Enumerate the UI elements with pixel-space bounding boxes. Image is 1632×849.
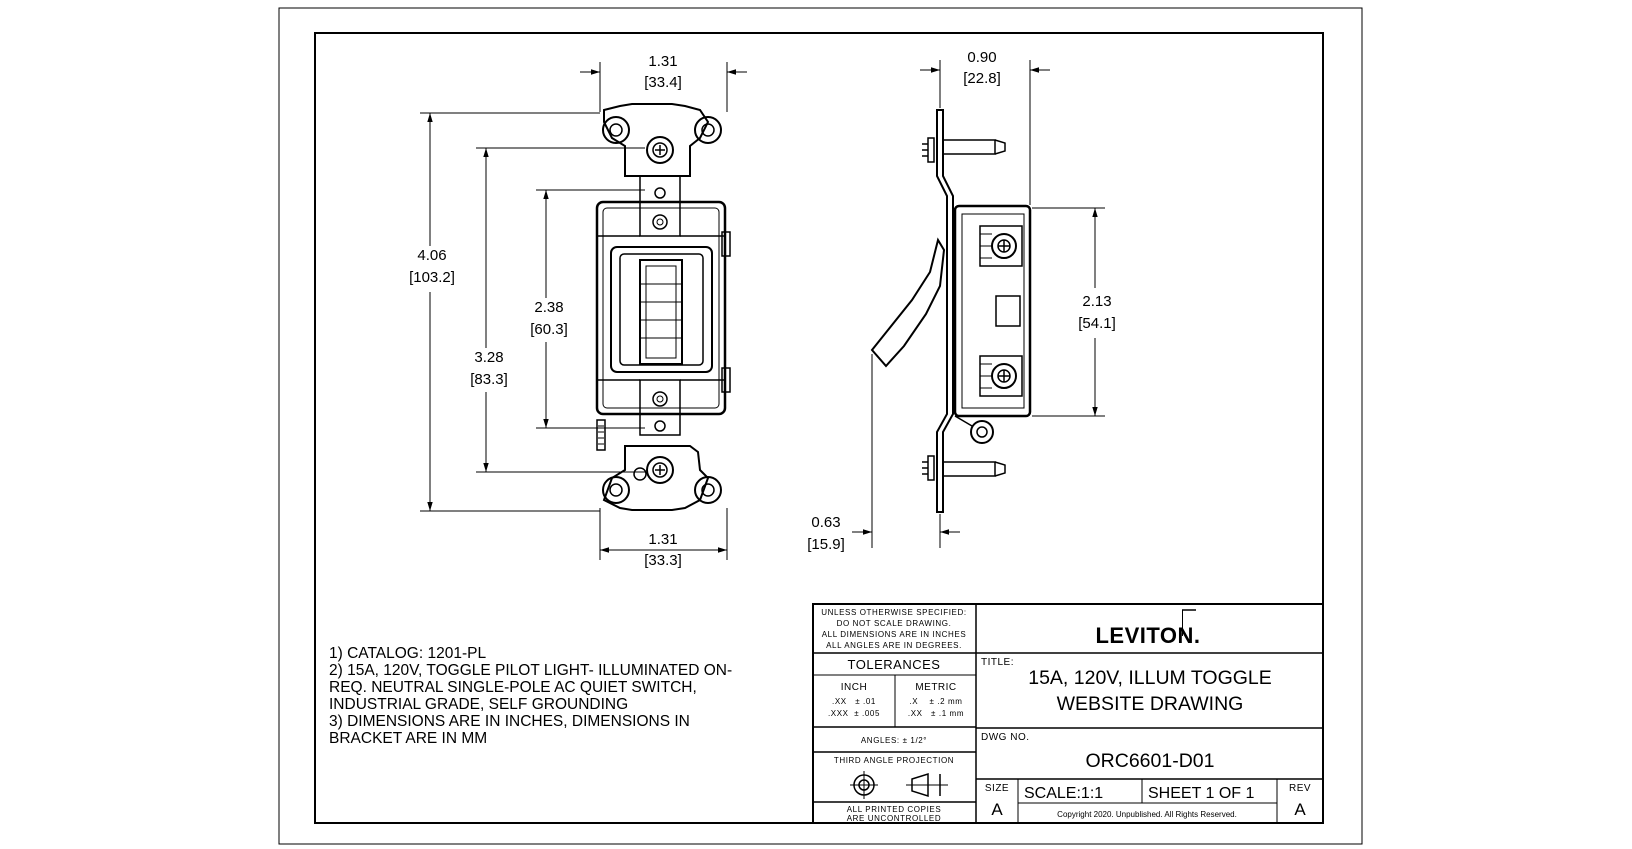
note-line: BRACKET ARE IN MM — [329, 730, 487, 747]
dim-top-width-in: 1.31 — [648, 53, 677, 70]
title-line-2: WEBSITE DRAWING — [1057, 693, 1244, 715]
front-view — [595, 103, 731, 511]
note-line: 2) 15A, 120V, TOGGLE PILOT LIGHT- ILLUMI… — [329, 662, 732, 679]
inch-tolerance: .XXX ± .005 — [828, 709, 880, 718]
dim-toggle-depth-mm: [15.9] — [807, 536, 845, 553]
printed-copies-line: ARE UNCONTROLLED — [847, 814, 942, 823]
dim-mount-height-in: 3.28 — [474, 349, 503, 366]
projection-label: THIRD ANGLE PROJECTION — [834, 756, 954, 765]
side-view — [870, 109, 1032, 513]
page-frame — [278, 7, 1363, 845]
note-line: REQ. NEUTRAL SINGLE-POLE AC QUIET SWITCH… — [329, 679, 697, 696]
dim-toggle-depth-in: 0.63 — [811, 514, 840, 531]
notes: 1) CATALOG: 1201-PL 2) 15A, 120V, TOGGLE… — [329, 645, 732, 747]
dim-body-height-mm: [60.3] — [530, 321, 568, 338]
sheet-value: SHEET 1 OF 1 — [1148, 785, 1255, 802]
dwg-no-label: DWG NO. — [981, 732, 1030, 743]
leviton-logo: LEVITON. — [1095, 609, 1200, 648]
metric-tolerance: .XX ± .1 mm — [908, 709, 964, 718]
rev-value: A — [1294, 800, 1306, 819]
dim-side-depth-in: 0.90 — [967, 49, 996, 66]
dim-side-depth-mm: [22.8] — [963, 70, 1001, 87]
metric-label: METRIC — [915, 682, 956, 693]
inch-label: INCH — [841, 682, 867, 693]
dim-body-height-in: 2.38 — [534, 299, 563, 316]
side-dimensions — [852, 60, 1105, 548]
copyright: Copyright 2020. Unpublished. All Rights … — [1057, 810, 1237, 819]
front-dimensions — [420, 62, 747, 560]
unless-line: ALL ANGLES ARE IN DEGREES. — [826, 641, 962, 650]
note-line: 1) CATALOG: 1201-PL — [329, 645, 486, 662]
dim-mount-height-mm: [83.3] — [470, 371, 508, 388]
dwg-number: ORC6601-D01 — [1086, 750, 1215, 772]
unless-line: DO NOT SCALE DRAWING. — [837, 619, 952, 628]
dim-overall-height-in: 4.06 — [417, 247, 446, 264]
dim-bottom-width-mm: [33.3] — [644, 552, 682, 569]
size-label: SIZE — [985, 783, 1009, 794]
tolerances-label: TOLERANCES — [848, 657, 941, 672]
angles-tolerance: ANGLES: ± 1/2° — [861, 736, 927, 745]
dim-side-body-in: 2.13 — [1082, 293, 1111, 310]
title-label: TITLE: — [981, 657, 1014, 668]
title-line-1: 15A, 120V, ILLUM TOGGLE — [1028, 667, 1272, 689]
title-block — [812, 603, 1324, 824]
rev-label: REV — [1289, 783, 1311, 794]
leviton-logo-text: LEVITON. — [1095, 623, 1200, 648]
inch-tolerance: .XX ± .01 — [832, 697, 876, 706]
scale-value: SCALE:1:1 — [1024, 785, 1103, 802]
dim-top-width-mm: [33.4] — [644, 74, 682, 91]
size-value: A — [991, 800, 1003, 819]
unless-line: ALL DIMENSIONS ARE IN INCHES — [822, 630, 967, 639]
metric-tolerance: .X ± .2 mm — [909, 697, 962, 706]
printed-copies-line: ALL PRINTED COPIES — [847, 805, 942, 814]
third-angle-projection-icon — [850, 771, 948, 799]
dim-side-body-mm: [54.1] — [1078, 315, 1116, 332]
note-line: INDUSTRIAL GRADE, SELF GROUNDING — [329, 696, 628, 713]
note-line: 3) DIMENSIONS ARE IN INCHES, DIMENSIONS … — [329, 713, 690, 730]
unless-line: UNLESS OTHERWISE SPECIFIED: — [821, 608, 966, 617]
dim-overall-height-mm: [103.2] — [409, 269, 455, 286]
dim-bottom-width-in: 1.31 — [648, 531, 677, 548]
